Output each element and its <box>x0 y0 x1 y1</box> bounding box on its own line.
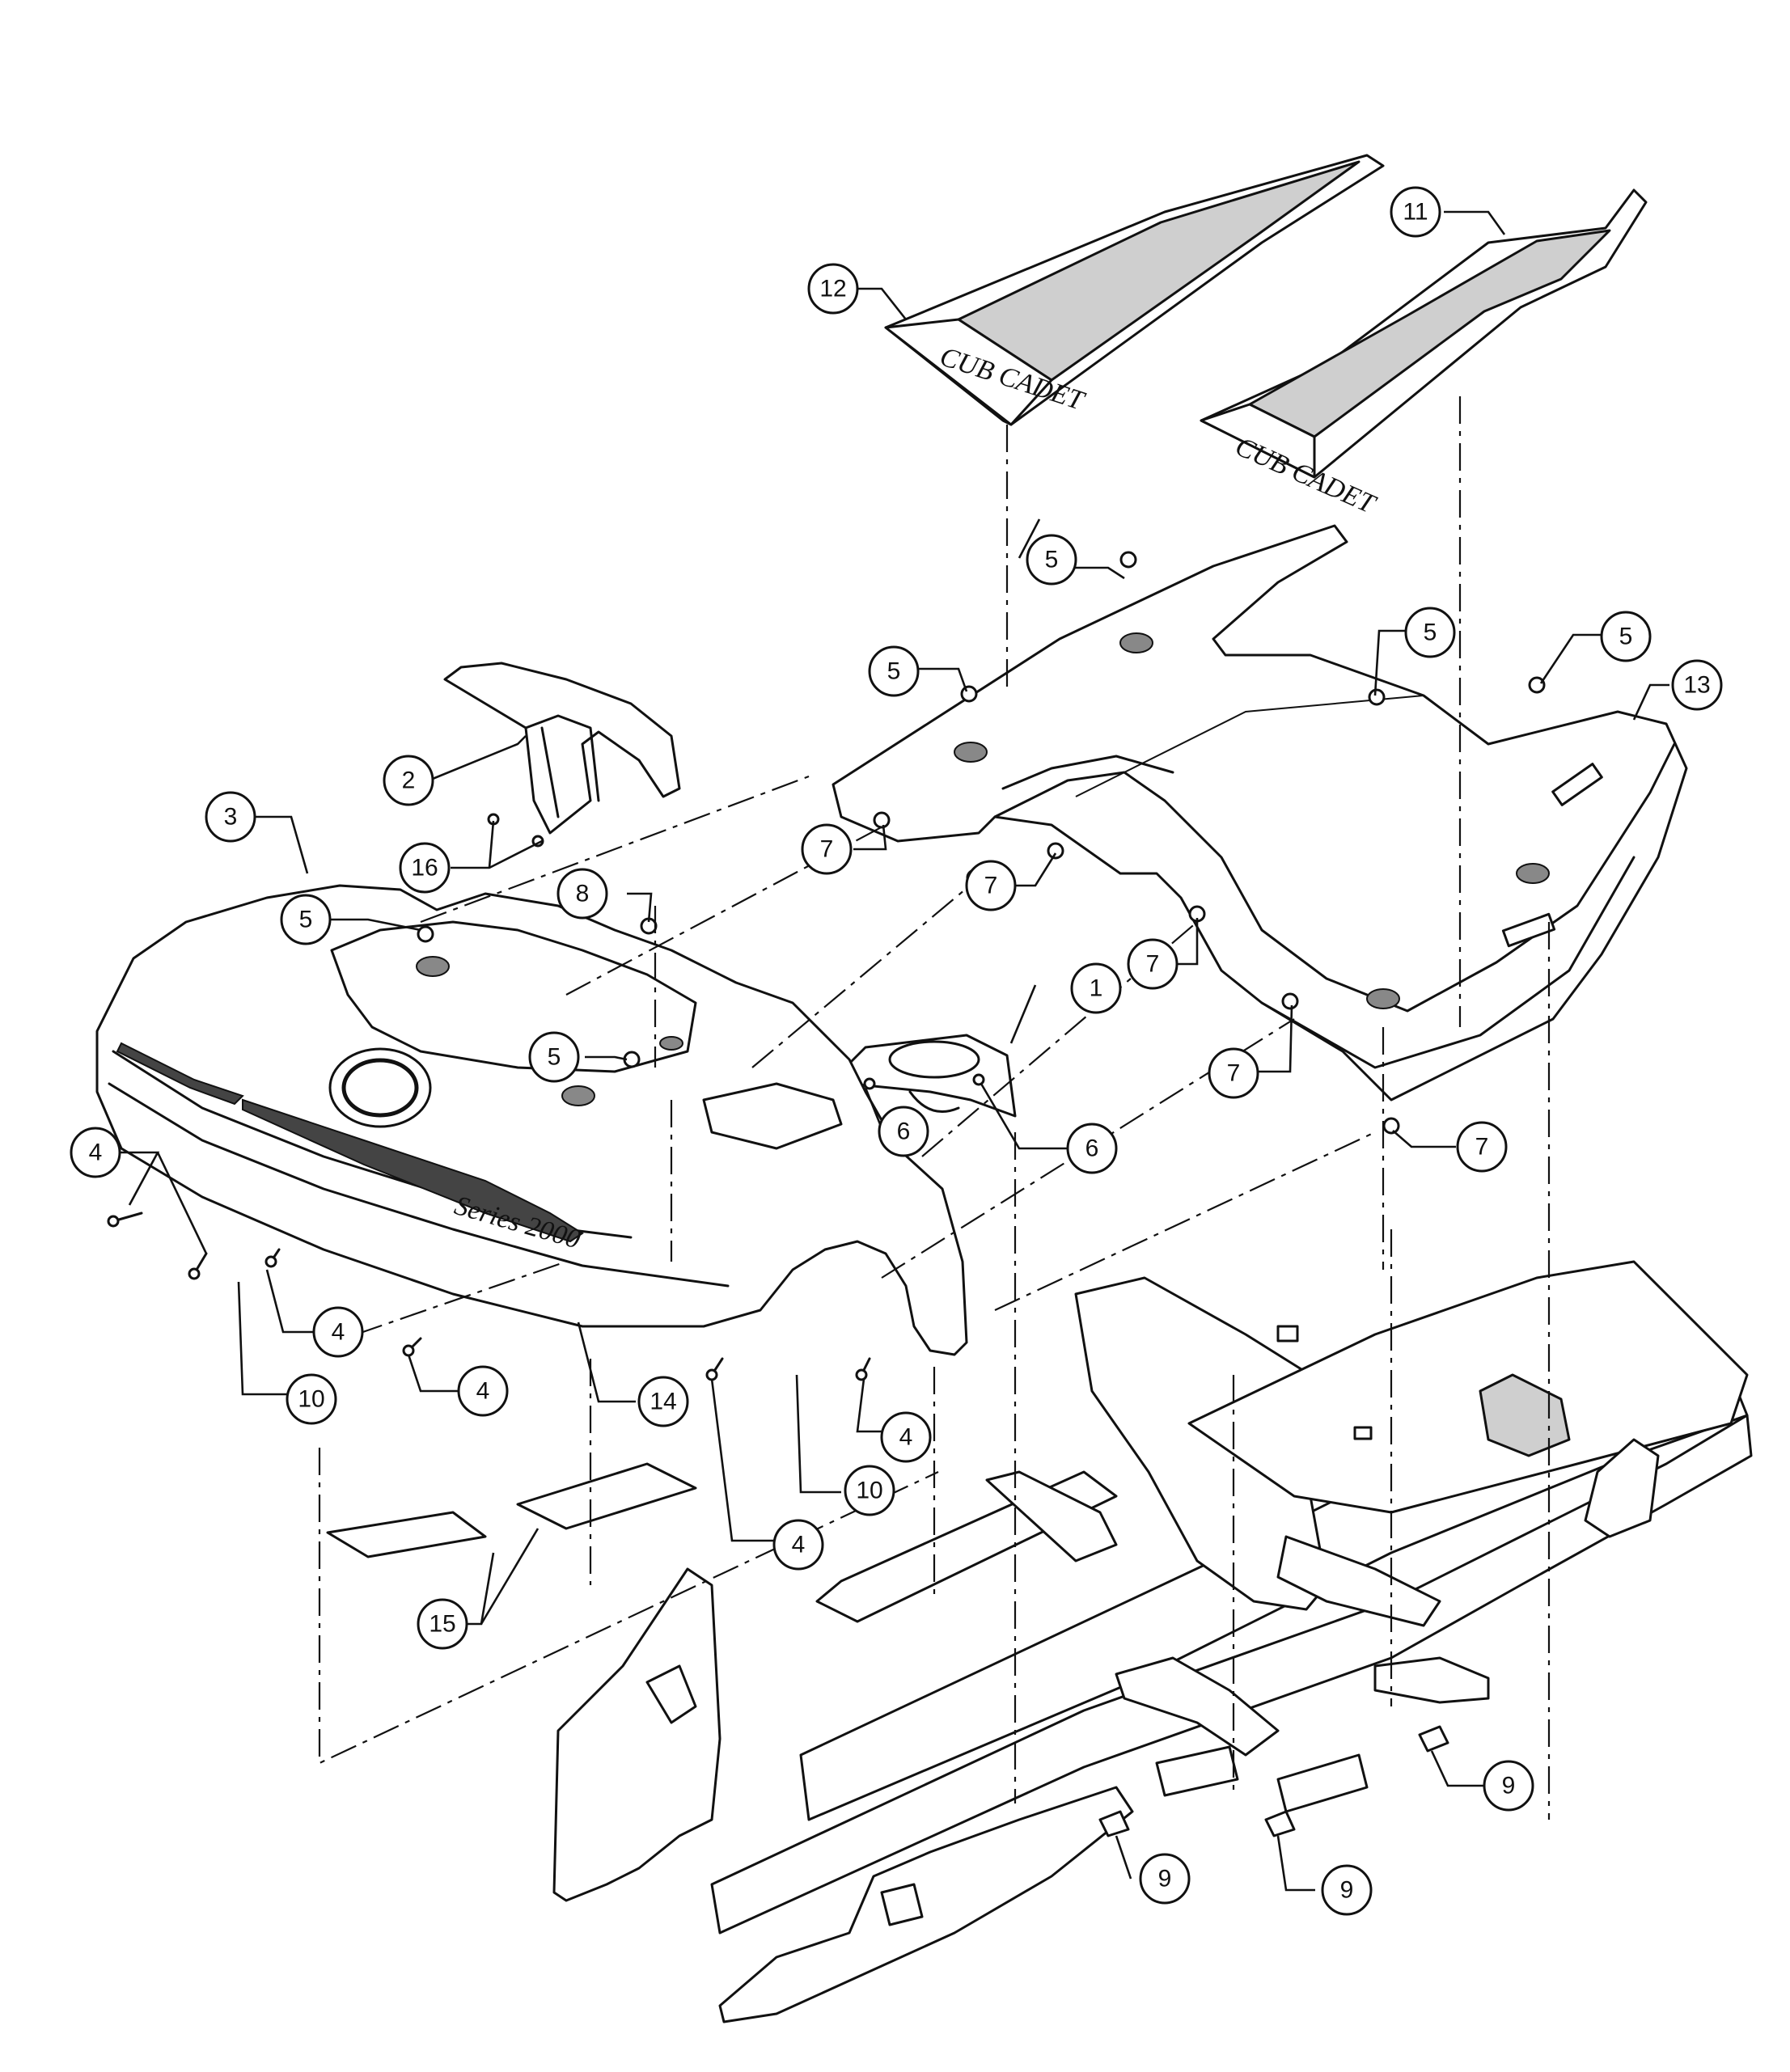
footrest-running-board <box>832 524 1688 1102</box>
callout-3: 3 <box>205 791 256 843</box>
svg-text:5: 5 <box>1045 547 1059 573</box>
callout-12: 12 <box>807 263 859 315</box>
svg-text:3: 3 <box>224 804 238 831</box>
fender-hood: Series 2000 <box>95 884 968 1356</box>
grommet-hole <box>1119 632 1153 653</box>
svg-text:4: 4 <box>476 1378 490 1405</box>
svg-text:9: 9 <box>1340 1877 1354 1904</box>
callout-8: 8 <box>556 868 608 920</box>
callout-16: 16 <box>399 842 451 894</box>
callout-1: 1 <box>1070 962 1122 1014</box>
svg-text:15: 15 <box>429 1611 455 1638</box>
svg-text:14: 14 <box>650 1389 676 1415</box>
callout-15: 15 <box>417 1598 468 1650</box>
dash-panel <box>844 1034 1017 1118</box>
svg-text:8: 8 <box>576 881 590 907</box>
shield-plates <box>326 1462 697 1558</box>
svg-text:1: 1 <box>1090 975 1103 1002</box>
svg-text:13: 13 <box>1683 672 1710 699</box>
svg-text:9: 9 <box>1502 1773 1516 1799</box>
callout-4a: 4 <box>70 1127 121 1178</box>
callout-7b: 7 <box>965 860 1017 911</box>
callout-9c: 9 <box>1321 1864 1373 1916</box>
shield-plate-right <box>516 1462 697 1530</box>
callout-10b: 10 <box>844 1465 895 1516</box>
svg-text:4: 4 <box>89 1140 103 1166</box>
svg-text:7: 7 <box>1227 1060 1241 1087</box>
svg-text:7: 7 <box>1475 1134 1489 1161</box>
callout-9b: 9 <box>1139 1853 1191 1905</box>
callout-7d: 7 <box>1208 1047 1259 1099</box>
callout-4e: 4 <box>772 1519 824 1571</box>
callout-7c: 7 <box>1127 938 1179 990</box>
callout-14: 14 <box>637 1376 689 1427</box>
svg-text:4: 4 <box>792 1532 806 1558</box>
svg-text:5: 5 <box>887 658 901 685</box>
callouts: 1 2 3 4 4 4 4 4 5 5 5 5 5 5 6 6 7 7 7 7 … <box>70 186 1723 1916</box>
callout-2: 2 <box>383 755 434 806</box>
callout-5b: 5 <box>868 645 920 697</box>
svg-text:11: 11 <box>1403 199 1428 226</box>
fasteners <box>107 551 1546 1381</box>
callout-6b: 6 <box>1066 1123 1118 1174</box>
svg-text:7: 7 <box>984 873 998 899</box>
foot-mat-left: CUB CADET <box>884 154 1385 426</box>
svg-text:6: 6 <box>1085 1135 1099 1162</box>
callout-5c: 5 <box>280 894 332 945</box>
shield-plate-left <box>326 1511 487 1558</box>
svg-text:10: 10 <box>856 1478 882 1504</box>
svg-text:6: 6 <box>897 1118 911 1145</box>
callout-9a: 9 <box>1483 1760 1534 1812</box>
svg-text:5: 5 <box>548 1044 561 1071</box>
callout-10a: 10 <box>286 1373 337 1425</box>
svg-text:5: 5 <box>299 907 313 933</box>
svg-text:9: 9 <box>1158 1866 1172 1892</box>
side-skirt-right <box>718 1786 1134 2023</box>
assembly-lines <box>318 396 1551 1820</box>
svg-text:5: 5 <box>1424 619 1437 646</box>
grommet-hole <box>1516 863 1550 884</box>
svg-text:4: 4 <box>332 1319 345 1346</box>
callout-13: 13 <box>1671 659 1723 711</box>
hood-trim-strip <box>116 1042 244 1106</box>
svg-text:16: 16 <box>411 855 438 882</box>
svg-text:4: 4 <box>899 1424 913 1451</box>
fuel-shroud <box>443 662 681 835</box>
callout-4c: 4 <box>457 1365 509 1417</box>
chassis-frame <box>710 1260 1753 1935</box>
callout-5d: 5 <box>528 1031 580 1083</box>
callout-5f: 5 <box>1600 611 1652 662</box>
svg-text:10: 10 <box>298 1386 324 1413</box>
callout-4d: 4 <box>880 1411 932 1463</box>
svg-text:12: 12 <box>819 276 846 302</box>
grommet-hole <box>1366 988 1400 1009</box>
callout-7a: 7 <box>801 823 853 875</box>
callout-7e: 7 <box>1456 1121 1508 1173</box>
svg-text:7: 7 <box>820 836 834 863</box>
svg-text:7: 7 <box>1146 951 1160 978</box>
callout-11: 11 <box>1390 186 1441 238</box>
grommet-hole <box>954 742 988 763</box>
callout-4b: 4 <box>312 1306 364 1358</box>
side-skirt-left <box>552 1567 722 1902</box>
svg-text:2: 2 <box>402 767 416 794</box>
callout-5a: 5 <box>1026 534 1077 586</box>
svg-text:5: 5 <box>1619 624 1633 650</box>
brackets <box>1098 1725 1449 1837</box>
callout-6a: 6 <box>878 1106 929 1157</box>
callout-5e: 5 <box>1404 607 1456 658</box>
